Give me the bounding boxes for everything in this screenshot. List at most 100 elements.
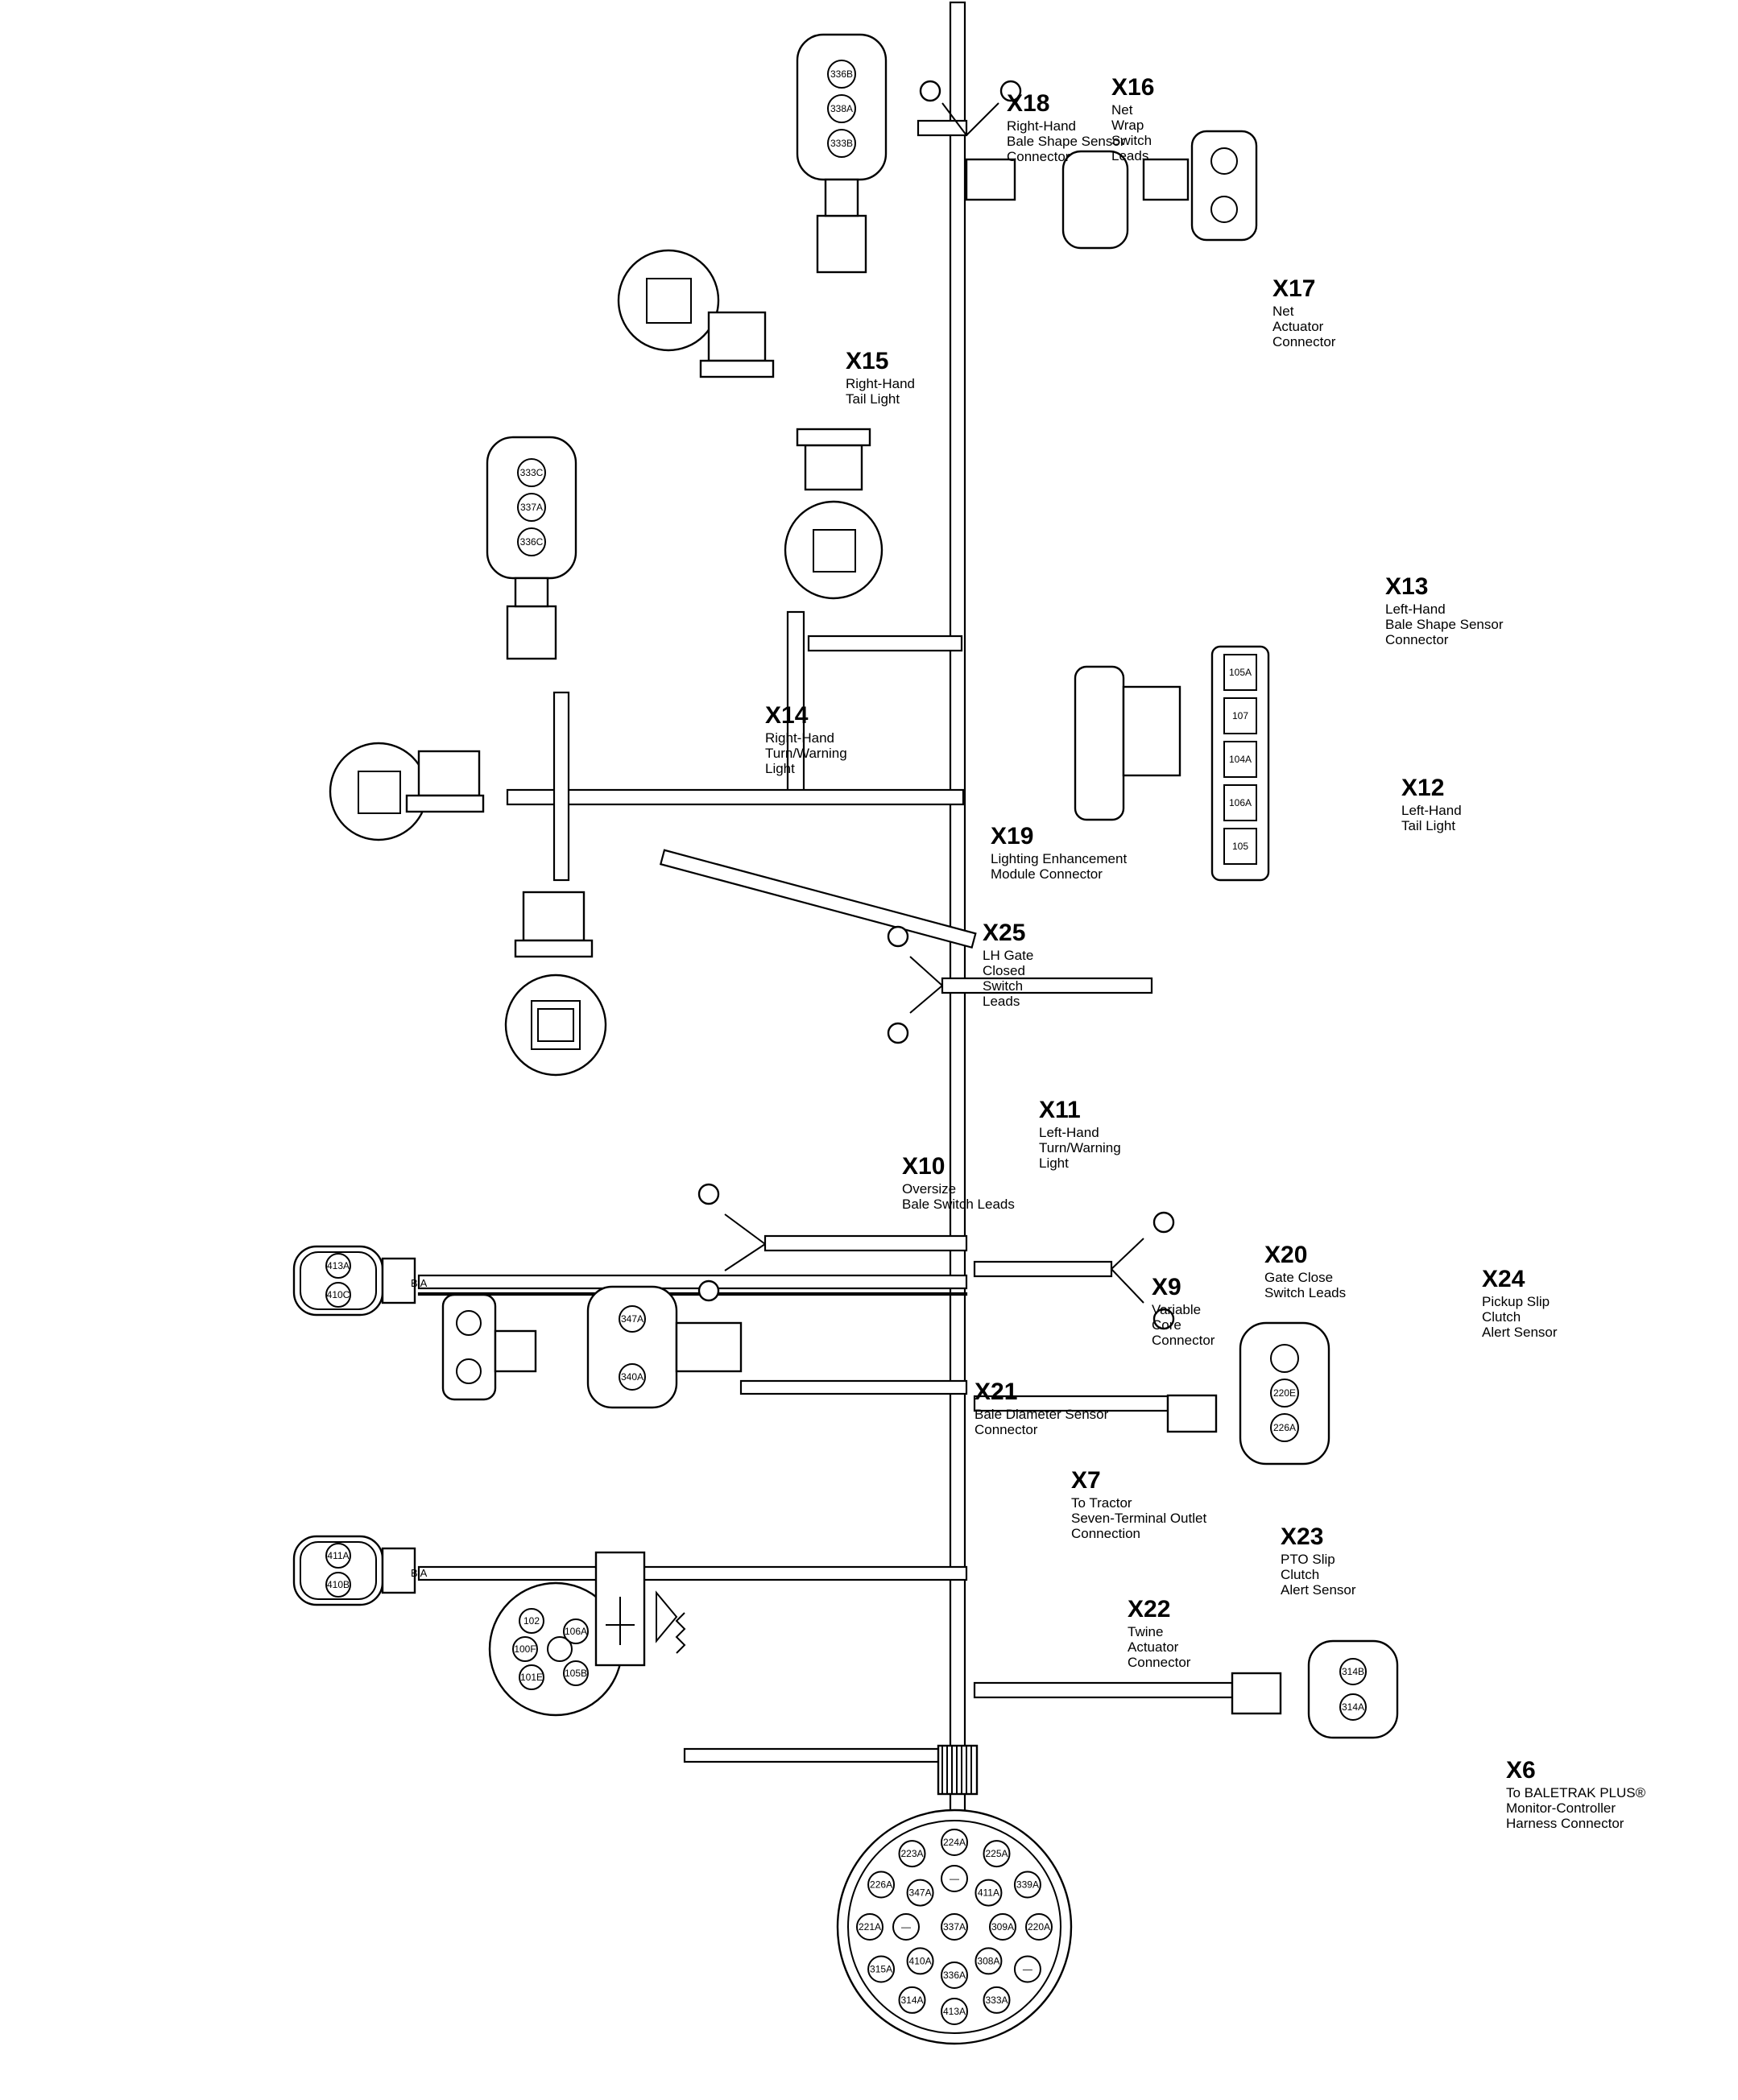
- connector-x9[interactable]: 340A 347A: [441, 1285, 743, 1409]
- x21-pin-1: [1270, 1413, 1299, 1442]
- label-x17-line: Actuator: [1272, 319, 1324, 334]
- x22-body: [1307, 1639, 1399, 1739]
- x7-pin-label: 102: [523, 1615, 540, 1627]
- label-x22-line: Twine: [1128, 1624, 1163, 1639]
- label-x20-line: Switch Leads: [1264, 1285, 1346, 1300]
- label-x12-line: Tail Light: [1401, 818, 1455, 833]
- x6-pin: [892, 1913, 920, 1941]
- x6-pin-label: —: [950, 1873, 959, 1884]
- x17-mid-plug: [1142, 158, 1190, 201]
- x15-lamp-base: [707, 311, 767, 362]
- x6-harness-boot: [937, 1744, 979, 1796]
- x23-inner: [300, 1541, 377, 1600]
- label-x22-line: Connector: [1128, 1655, 1191, 1670]
- connector-x11[interactable]: [504, 891, 607, 1077]
- x10-lead-fork: [724, 1213, 766, 1271]
- x6-pin: [989, 1913, 1016, 1941]
- label-x21-line: Connector: [975, 1422, 1038, 1437]
- x24-pin-label-2: 413A: [327, 1260, 350, 1271]
- x24-pin-label-1: 410C: [327, 1289, 350, 1300]
- label-x13-line: Bale Shape Sensor: [1385, 617, 1504, 632]
- label-x16-line: Net: [1111, 102, 1133, 118]
- x21-pin-3: [1270, 1344, 1299, 1373]
- x16-lead-cap-1: [919, 80, 941, 102]
- label-x6-id: X6: [1506, 1757, 1536, 1784]
- connector-x13[interactable]: 336C 337A 333C: [486, 436, 577, 660]
- x6-pin-label: 337A: [943, 1921, 966, 1933]
- x24-pin-letters: B A: [411, 1277, 428, 1289]
- label-x18-id: X18: [1007, 90, 1049, 117]
- x13-collar: [514, 577, 549, 608]
- label-x10-line: Bale Switch Leads: [902, 1197, 1015, 1212]
- label-x19-line: Module Connector: [991, 866, 1103, 882]
- x25-lead-cap-1: [887, 925, 909, 948]
- leads-x20[interactable]: [1111, 1211, 1175, 1330]
- x18-pin-3: [827, 60, 856, 89]
- label-x23-line: Clutch: [1281, 1567, 1319, 1582]
- x10-lead-cap-1: [697, 1183, 720, 1205]
- connector-x23[interactable]: 410B 411A B A: [292, 1535, 428, 1606]
- connector-x14[interactable]: [784, 428, 883, 600]
- label-x18-line: Connector: [1007, 149, 1070, 164]
- x7-wire-breakout-icon: [606, 1597, 635, 1645]
- x6-pin: [983, 1986, 1011, 2014]
- leads-x25[interactable]: [887, 925, 943, 1044]
- x24-plug: [381, 1257, 416, 1304]
- x21-pin-2: [1270, 1379, 1299, 1408]
- x23-pin-1: [325, 1572, 351, 1598]
- connector-x22[interactable]: 314A 314B: [1231, 1639, 1399, 1739]
- label-x25-line: LH Gate: [983, 948, 1033, 963]
- label-x25-line: Switch: [983, 978, 1023, 994]
- x13-pin-label-2: 337A: [520, 502, 543, 513]
- x13-pin-1: [517, 527, 546, 556]
- x22-pin-label-1: 314A: [1342, 1701, 1364, 1713]
- x9-pin-label-1: 340A: [621, 1371, 643, 1383]
- label-x21-id: X21: [975, 1379, 1017, 1405]
- label-x7-line: To Tractor: [1071, 1495, 1132, 1511]
- x6-pin-label: 333A: [985, 1995, 1008, 2006]
- leads-x16[interactable]: [919, 80, 1022, 136]
- leads-x10[interactable]: [697, 1183, 766, 1302]
- x19-pin: [1223, 697, 1257, 734]
- x19-pin-label: 104A: [1229, 754, 1252, 765]
- x17-socket-2: [1210, 147, 1238, 175]
- connector-x12[interactable]: [329, 742, 485, 841]
- branch-to-x24-line: [417, 1292, 968, 1296]
- label-x10-line: Oversize: [902, 1181, 956, 1197]
- label-x16-line: Switch: [1111, 133, 1152, 148]
- x19-pin-label: 105: [1232, 841, 1248, 852]
- connector-x18[interactable]: 333B 338A 336B: [796, 33, 888, 274]
- x6-pin-label: 336A: [943, 1970, 966, 1981]
- x6-pin: [898, 1840, 926, 1868]
- label-x18-line: Bale Shape Sensor: [1007, 134, 1125, 149]
- label-x17-line: Net: [1272, 304, 1294, 319]
- x13-pin-2: [517, 493, 546, 522]
- label-x21-line: Bale Diameter Sensor: [975, 1407, 1109, 1422]
- x18-plug: [816, 214, 867, 274]
- connector-x6[interactable]: 221A226A223A224A225A339A220A—333A413A314…: [836, 1744, 1073, 2045]
- connector-x15[interactable]: [617, 249, 775, 378]
- label-x17-line: Connector: [1272, 334, 1336, 349]
- x7-pin-label: 106A: [565, 1626, 587, 1637]
- label-x15-line: Right-Hand: [846, 376, 915, 391]
- x6-body: [836, 1809, 1073, 2045]
- x7-pin: [563, 1660, 589, 1686]
- label-x6-line: To BALETRAK PLUS®: [1506, 1785, 1646, 1800]
- branch-to-x12-x13: [506, 788, 965, 806]
- label-x24-line: Alert Sensor: [1482, 1325, 1558, 1340]
- x11-socket-inner: [537, 1008, 574, 1042]
- connector-x17[interactable]: [965, 130, 1258, 250]
- label-x11-id: X11: [1039, 1097, 1081, 1123]
- connector-x21[interactable]: 226A 220E: [1166, 1321, 1330, 1465]
- connector-x24[interactable]: 410C 413A B A: [292, 1245, 428, 1317]
